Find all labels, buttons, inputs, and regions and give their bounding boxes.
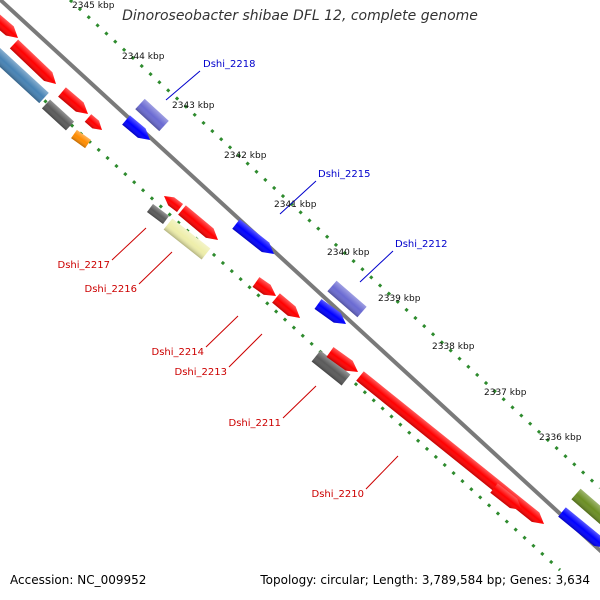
gene-arrow[interactable] xyxy=(558,507,600,552)
tick-line xyxy=(68,0,600,490)
gene-leader-line xyxy=(138,251,173,285)
gene-arrow[interactable] xyxy=(9,39,60,89)
accession-text: Accession: NC_009952 xyxy=(10,573,147,587)
gene-label[interactable]: Dshi_2211 xyxy=(229,418,281,429)
gene-arrow[interactable] xyxy=(252,277,280,301)
tick-label: 2340 kbp xyxy=(327,248,370,258)
gene-leader-line xyxy=(282,385,317,419)
gene-labels: Dshi_2218Dshi_2215Dshi_2212Dshi_2217Dshi… xyxy=(58,59,448,500)
tick-labels: 2345 kbp 2344 kbp 2343 kbp 2342 kbp 2341 kbp… xyxy=(72,1,582,443)
gene-arrow[interactable] xyxy=(272,293,304,322)
gene-label[interactable]: Dshi_2218 xyxy=(203,59,255,70)
gene-label[interactable]: Dshi_2213 xyxy=(175,367,227,378)
gene-label[interactable]: Dshi_2214 xyxy=(152,347,204,358)
gene-arrow[interactable] xyxy=(122,115,154,144)
gene-arrow[interactable] xyxy=(135,98,169,132)
gene-arrow[interactable] xyxy=(490,483,525,514)
gene-arrow[interactable] xyxy=(0,9,22,42)
tick-label: 2342 kbp xyxy=(224,151,267,161)
label-leaders xyxy=(111,70,399,490)
genome-backbone xyxy=(0,0,600,554)
gene-arrow[interactable] xyxy=(232,219,277,258)
map-title: Dinoroseobacter shibae DFL 12, complete … xyxy=(122,8,478,24)
gene-label[interactable]: Dshi_2217 xyxy=(58,260,110,271)
tick-label: 2345 kbp xyxy=(72,1,115,11)
gene-arrow[interactable] xyxy=(178,205,222,244)
gene-leader-line xyxy=(279,180,317,215)
tick-label: 2341 kbp xyxy=(274,200,317,210)
gene-arrow[interactable] xyxy=(41,99,75,131)
gene-arrow[interactable] xyxy=(163,218,211,260)
gene-arrow[interactable] xyxy=(311,350,351,386)
genes-layer xyxy=(0,9,600,552)
gene-label[interactable]: Dshi_2216 xyxy=(85,284,137,295)
gene-leader-line xyxy=(205,315,239,348)
gene-leader-line xyxy=(111,227,147,261)
gene-arrow[interactable] xyxy=(147,203,170,224)
gene-leader-line xyxy=(365,455,399,490)
gene-label[interactable]: Dshi_2215 xyxy=(318,169,370,180)
tick-lines xyxy=(0,0,600,572)
gene-arrow[interactable] xyxy=(314,299,350,329)
tick-label: 2343 kbp xyxy=(172,101,215,111)
tick-label: 2338 kbp xyxy=(432,342,475,352)
tick-label: 2336 kbp xyxy=(539,433,582,443)
tick-label: 2344 kbp xyxy=(122,52,165,62)
gene-arrow[interactable] xyxy=(161,192,184,212)
tick-label: 2337 kbp xyxy=(484,388,527,398)
gene-label[interactable]: Dshi_2212 xyxy=(395,239,447,250)
gene-arrow[interactable] xyxy=(84,114,106,134)
gene-arrow[interactable] xyxy=(571,488,600,526)
gene-leader-line xyxy=(228,333,263,368)
gene-leader-line xyxy=(359,250,394,283)
gene-label[interactable]: Dshi_2210 xyxy=(312,489,364,500)
gene-arrow[interactable] xyxy=(58,87,92,118)
gene-arrow[interactable] xyxy=(0,46,49,104)
gene-arrow[interactable] xyxy=(326,347,362,377)
tick-label: 2339 kbp xyxy=(378,294,421,304)
topology-text: Topology: circular; Length: 3,789,584 bp… xyxy=(260,573,590,587)
gene-leader-line xyxy=(165,70,201,101)
gene-arrow[interactable] xyxy=(71,129,91,149)
gene-arrow[interactable] xyxy=(327,280,367,318)
